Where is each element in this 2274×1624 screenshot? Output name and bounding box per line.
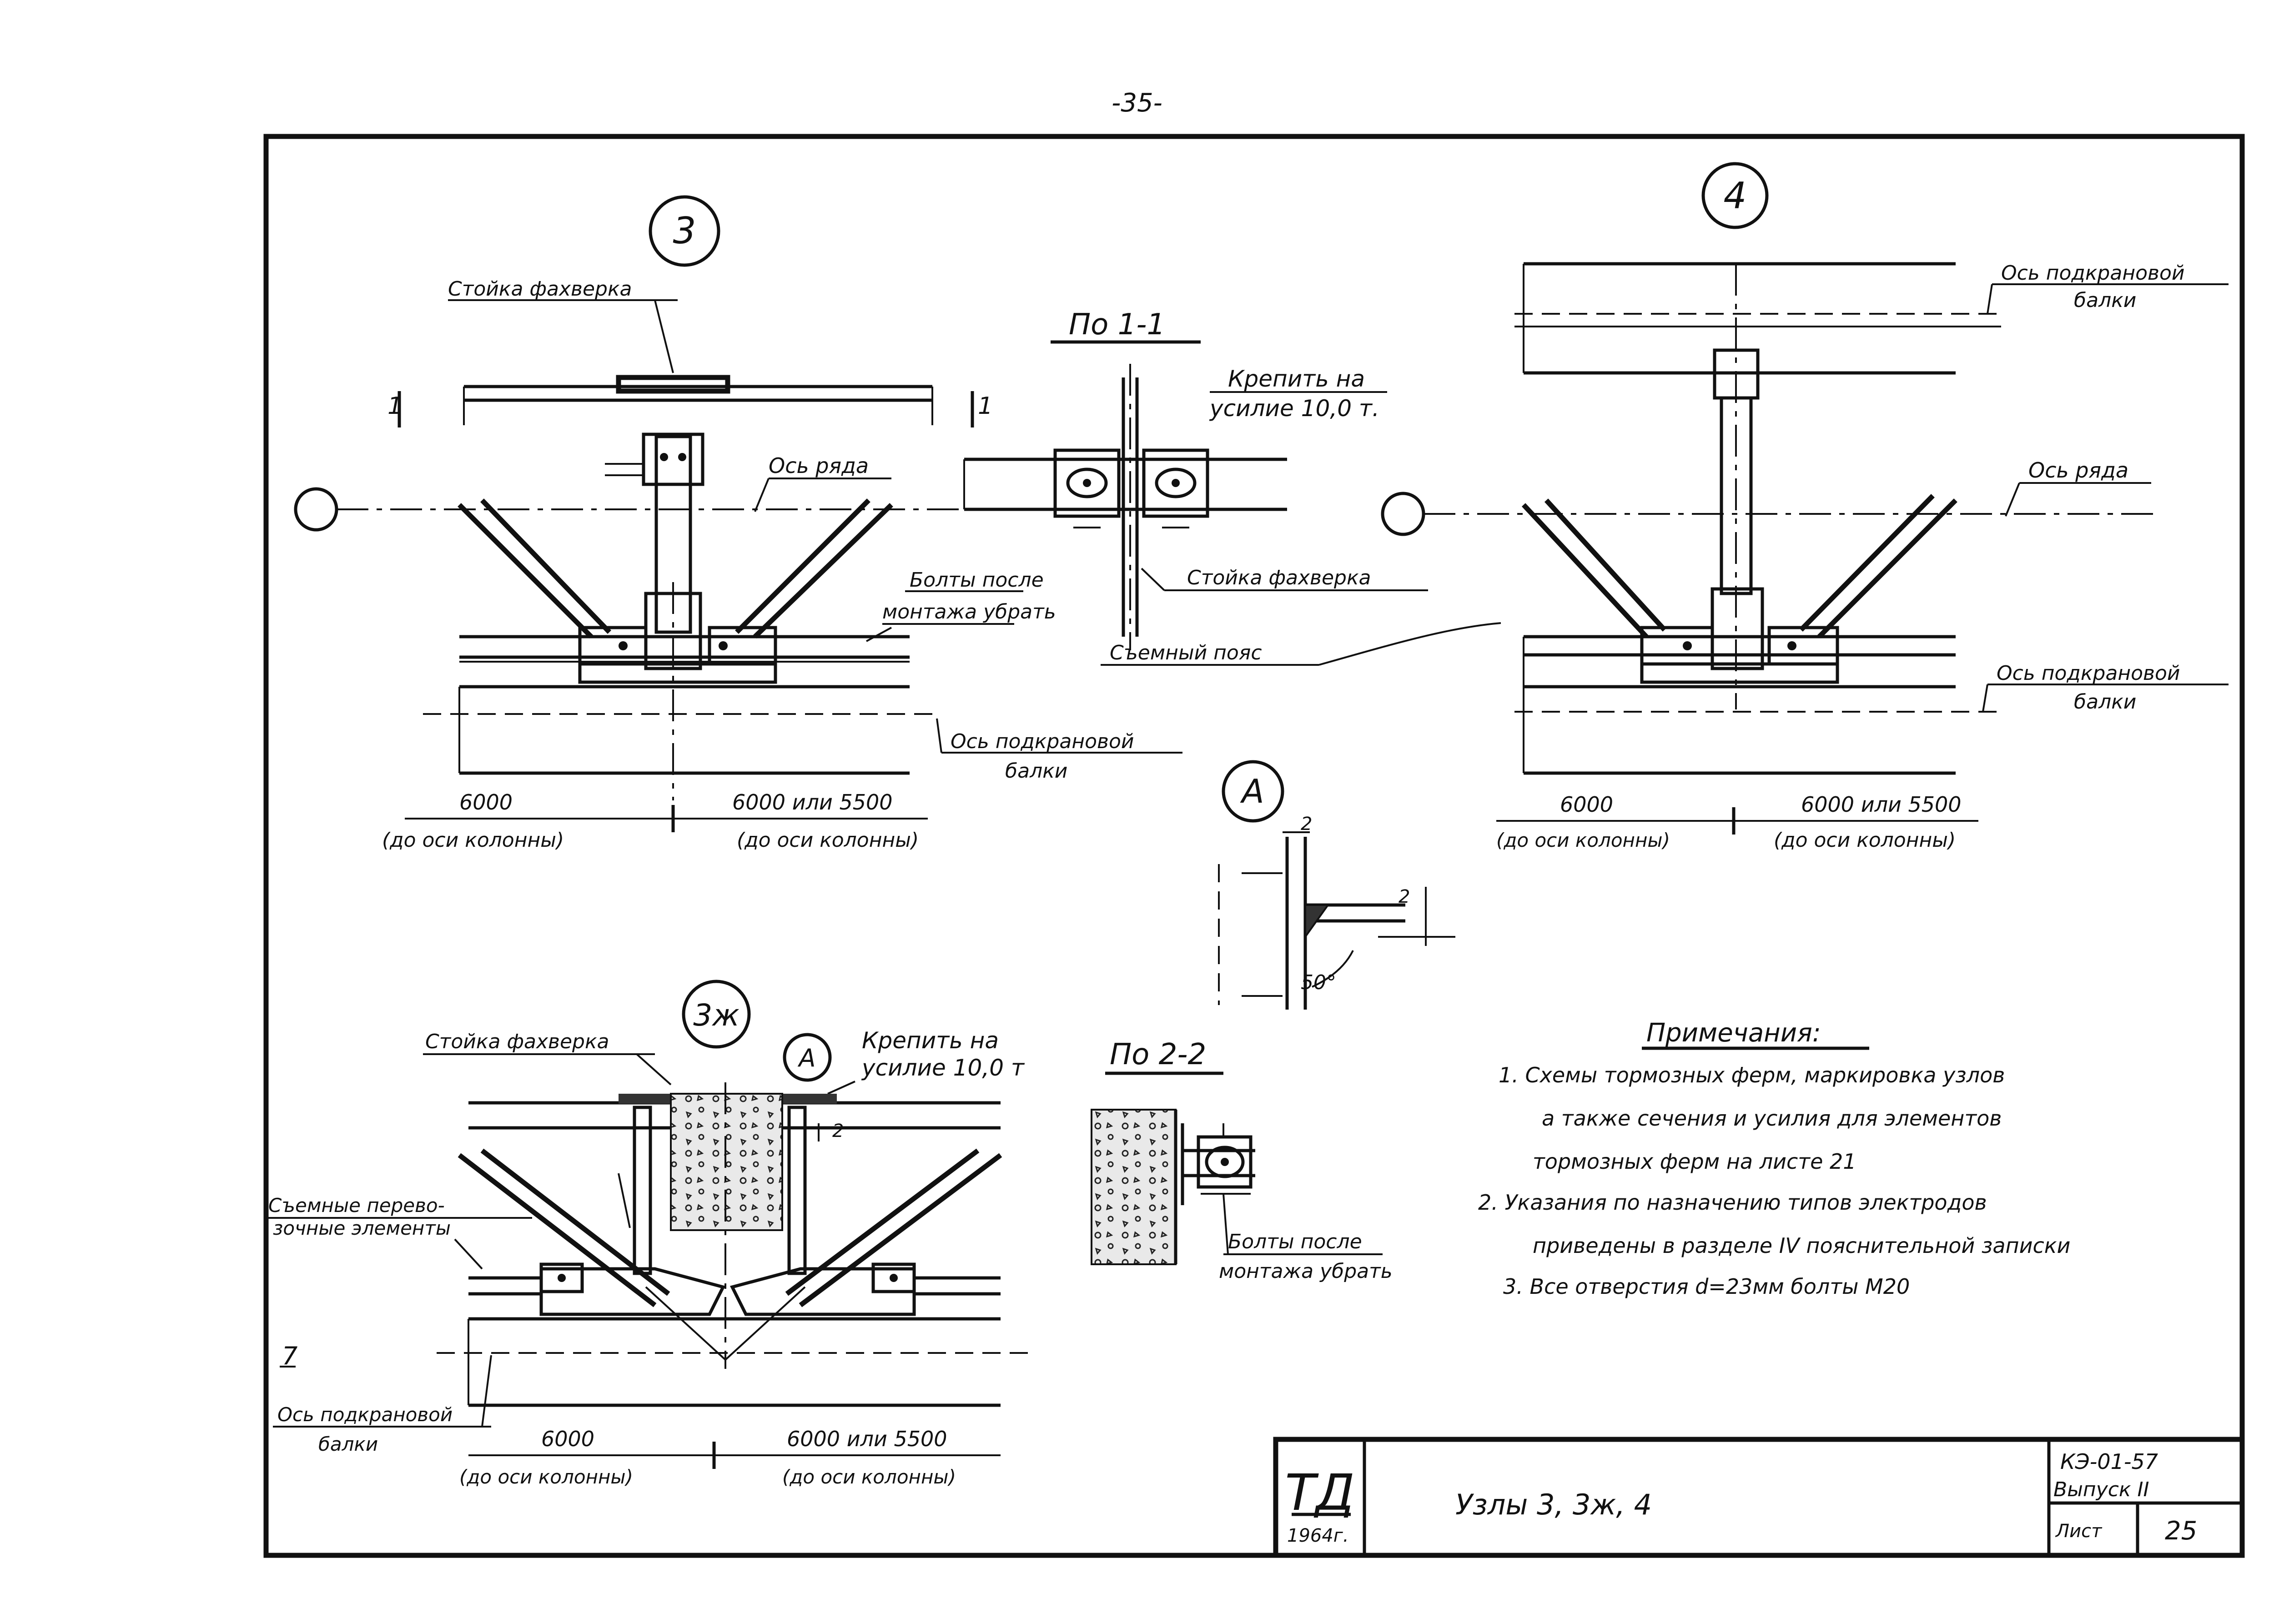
node-3-bolty-2: монтажа убрать xyxy=(882,600,1056,623)
node-4-axis-bubble xyxy=(1381,492,1425,536)
section-1-1-semnyi: Съемный пояс xyxy=(1110,641,1262,664)
title-block: ТД 1964г. Узлы 3, 3ж, 4 КЭ-01-57 Выпуск … xyxy=(1273,1437,2245,1558)
node-3-dim-right-sub: (до оси колонны) xyxy=(737,829,919,852)
node-4-marker: 4 xyxy=(1724,175,1747,217)
node-4-dim-right-sub: (до оси колонны) xyxy=(1774,829,1956,852)
node-3w-mark-left: 7 xyxy=(282,1342,297,1370)
detail-a-dim-side: 2 xyxy=(1399,886,1410,907)
notes-line-4: 2. Указания по назначению типов электрод… xyxy=(1478,1190,1987,1215)
node-4-dim-left-sub: (до оси колонны) xyxy=(1496,829,1670,851)
node-3w-dim-left-sub: (до оси колонны) xyxy=(459,1466,633,1488)
node-3w-os-podkr-1: Ось подкрановой xyxy=(277,1403,453,1426)
node-3-axis-bubble xyxy=(294,487,338,532)
node-3-marker-circle xyxy=(649,195,720,267)
notes-block: Примечания: 1. Схемы тормозных ферм, мар… xyxy=(1478,1018,2070,1299)
notes-line-2: а также сечения и усилия для элементов xyxy=(1542,1106,2002,1131)
node-3-os-ryada: Ось ряда xyxy=(769,453,869,478)
node-3w-stoika: Стойка фахверка xyxy=(425,1030,609,1053)
node-3w-marker-circle xyxy=(682,980,751,1049)
detail-a-marker-circle xyxy=(1222,760,1284,823)
node-4-dim-right: 6000 или 5500 xyxy=(1801,792,1962,817)
node-3w-krepit-1: Крепить на xyxy=(862,1027,999,1054)
node-3w-dim-left: 6000 xyxy=(541,1427,594,1451)
section-2-2-bolty-2: монтажа убрать xyxy=(1219,1260,1393,1283)
node-3w-dim-right: 6000 или 5500 xyxy=(787,1427,947,1451)
node-3-dim-right: 6000 или 5500 xyxy=(732,790,893,815)
notes-title: Примечания: xyxy=(1646,1018,1821,1048)
node-3-os-podkr-2: балки xyxy=(1005,759,1067,783)
section-2-2-drawing: По 2-2 Болты после монтажа убрать xyxy=(1091,1038,1393,1283)
node-3-section-mark-right: 1 xyxy=(978,392,993,420)
notes-line-5: приведены в разделе IV пояснительной зап… xyxy=(1533,1233,2070,1258)
node-3-drawing: 3 Стойка фахверка 1 1 Ось ряда xyxy=(294,195,1182,852)
node-3-marker: 3 xyxy=(673,210,696,252)
node-4-os-podkr-top-2: балки xyxy=(2074,289,2136,312)
section-1-1-drawing: По 1-1 Крепить на усилие 10,0 т. Стойка … xyxy=(963,308,1501,666)
node-3w-marker-a: А xyxy=(798,1044,816,1072)
node-4-os-podkr-bot-1: Ось подкрановой xyxy=(1997,662,2180,685)
notes-line-1: 1. Схемы тормозных ферм, маркировка узло… xyxy=(1499,1063,2005,1087)
title-code: КЭ-01-57 xyxy=(2060,1449,2158,1474)
title-year: 1964г. xyxy=(1287,1525,1349,1546)
section-2-2-bolty-1: Болты после xyxy=(1228,1230,1362,1253)
detail-a-angle: 50° xyxy=(1301,971,1336,994)
title-sheet-label: Лист xyxy=(2055,1521,2103,1542)
title-issue: Выпуск II xyxy=(2053,1478,2149,1501)
node-3-stoika-label: Стойка фахверка xyxy=(448,277,632,301)
node-4-dim-left: 6000 xyxy=(1560,792,1613,817)
node-3w-marker-a-circle xyxy=(783,1033,832,1082)
section-1-1-title: По 1-1 xyxy=(1069,308,1165,342)
node-3w-krepit-2: усилие 10,0 т xyxy=(861,1055,1025,1081)
node-4-marker-circle xyxy=(1701,162,1769,229)
node-3-dim-left: 6000 xyxy=(459,790,513,815)
title-name: Узлы 3, 3ж, 4 xyxy=(1455,1488,1652,1521)
node-3w-semnye-2: зочные элементы xyxy=(273,1217,451,1239)
node-4-os-podkr-bot-2: балки xyxy=(2074,690,2136,714)
node-3-dim-left-sub: (до оси колонны) xyxy=(382,829,564,852)
node-4-os-podkr-top-1: Ось подкрановой xyxy=(2001,261,2184,285)
node-3w-dim-right-sub: (до оси колонны) xyxy=(782,1466,956,1488)
node-4-os-ryada: Ось ряда xyxy=(2028,458,2128,483)
section-1-1-krepit-2: усилие 10,0 т. xyxy=(1209,395,1379,422)
notes-line-6: 3. Все отверстия d=23мм болты М20 xyxy=(1503,1274,1910,1299)
node-3-os-podkr-1: Ось подкрановой xyxy=(951,730,1134,753)
node-3w-drawing: 3ж А Стойка фахверка Крепить на усилие 1… xyxy=(268,980,1028,1488)
detail-a-marker: А xyxy=(1240,772,1264,810)
node-3w-os-podkr-2: балки xyxy=(318,1433,378,1455)
node-3w-gap: 2 xyxy=(832,1121,844,1141)
detail-a-dim-top: 2 xyxy=(1301,814,1312,835)
drawing-frame xyxy=(263,134,2245,1558)
node-3w-marker: 3ж xyxy=(693,998,739,1033)
node-4-drawing: 4 Ось подкрановой балки Ось ряда xyxy=(1381,162,2229,852)
section-1-1-krepit-1: Крепить на xyxy=(1228,366,1365,392)
section-1-1-stoika: Стойка фахверка xyxy=(1187,566,1371,589)
title-sheet-no: 25 xyxy=(2165,1516,2197,1546)
node-3-bolty-1: Болты после xyxy=(910,568,1044,592)
detail-a-drawing: А 2 2 50° xyxy=(1218,760,1455,1010)
section-2-2-title: По 2-2 xyxy=(1110,1038,1206,1071)
title-td: ТД xyxy=(1285,1463,1354,1522)
node-3w-semnye-1: Съемные перево- xyxy=(268,1194,445,1217)
notes-line-3: тормозных ферм на листе 21 xyxy=(1533,1149,1856,1174)
page-number: -35- xyxy=(1112,88,1162,118)
node-3-section-mark-left: 1 xyxy=(387,392,402,420)
